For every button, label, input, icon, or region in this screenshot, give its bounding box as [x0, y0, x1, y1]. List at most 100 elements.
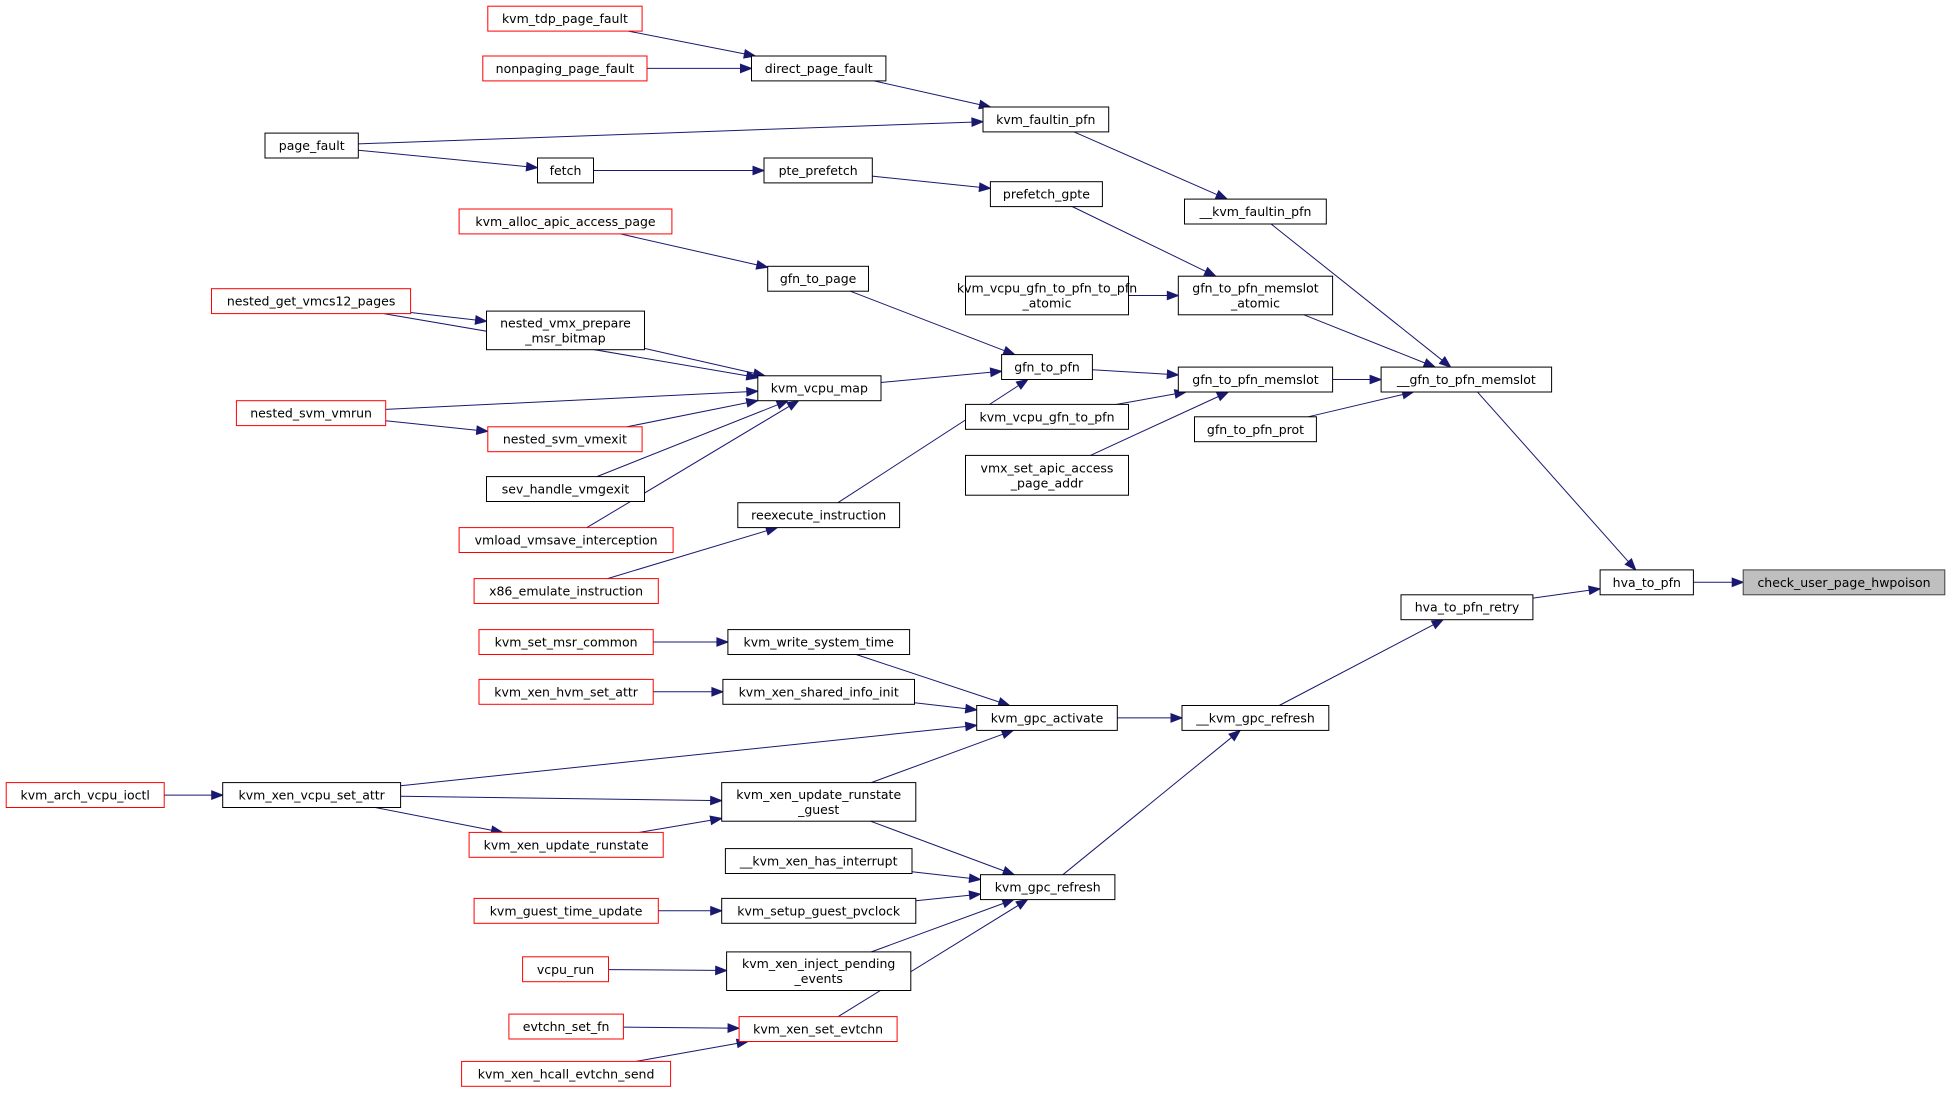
arrowhead-icon [475, 425, 490, 435]
edge-line [596, 404, 778, 478]
node-box [738, 1016, 898, 1042]
node-label: nested_get_vmcs12_pages [227, 294, 396, 309]
node-kvm-faultin-pfn[interactable]: kvm_faultin_pfn [982, 106, 1110, 133]
edge-line [870, 820, 1005, 872]
node---kvm-faultin-pfn[interactable]: __kvm_faultin_pfn [1184, 198, 1327, 225]
node-kvm-xen-hvm-set-attr[interactable]: kvm_xen_hvm_set_attr [478, 678, 654, 705]
node-kvm-vcpu-gfn-to-pfn-atomic[interactable]: kvm_vcpu_gfn_to_pfn_to_pfn_atomic [957, 275, 1137, 316]
edge-__kvm_faultin_pfn-to-__gfn_to_pfn_memslot [1270, 223, 1452, 368]
node-nested-vmx-prepare-msr-bitmap[interactable]: nested_vmx_prepare_msr_bitmap [486, 310, 645, 351]
edge-line [400, 726, 966, 787]
node-fetch[interactable]: fetch [537, 157, 594, 184]
node-box [468, 831, 664, 858]
edge-line [385, 420, 477, 431]
node-pte-prefetch[interactable]: pte_prefetch [763, 157, 873, 184]
arrowhead-icon [997, 697, 1011, 707]
node---gfn-to-pfn-memslot[interactable]: __gfn_to_pfn_memslot [1380, 366, 1553, 393]
arrowhead-icon [1215, 391, 1230, 402]
edge-line [856, 654, 1000, 703]
node-kvm-gpc-refresh[interactable]: kvm_gpc_refresh [980, 874, 1116, 901]
node-nested-svm-vmexit[interactable]: nested_svm_vmexit [487, 426, 643, 453]
edge-kvm_xen_vcpu_set_attr-to-kvm_xen_update_runstate [375, 807, 504, 836]
node-label: kvm_xen_hvm_set_attr [494, 684, 639, 699]
edge-line [620, 233, 758, 266]
node-gfn-to-page[interactable]: gfn_to_page [767, 265, 870, 292]
node-kvm-tdp-page-fault[interactable]: kvm_tdp_page_fault [487, 5, 643, 32]
node-vmx-set-apic-access-page-addr[interactable]: vmx_set_apic_access_page_addr [965, 454, 1129, 496]
node-page-fault[interactable]: page_fault [264, 132, 359, 159]
node-label: kvm_xen_update_runstate [484, 837, 649, 852]
edge-line [1073, 131, 1218, 196]
edge-line [400, 795, 711, 801]
node-sev-handle-vmgexit[interactable]: sev_handle_vmgexit [486, 476, 645, 503]
node-vcpu-run[interactable]: vcpu_run [522, 956, 609, 983]
node-kvm-xen-hcall-evtchn-send[interactable]: kvm_xen_hcall_evtchn_send [461, 1060, 672, 1087]
node-label: kvm_alloc_apic_access_page [475, 214, 656, 229]
node-kvm-xen-set-evtchn[interactable]: kvm_xen_set_evtchn [738, 1016, 898, 1042]
node-hva-to-pfn[interactable]: hva_to_pfn [1599, 569, 1694, 596]
node-label: __kvm_faultin_pfn [1199, 204, 1312, 219]
arrowhead-icon [525, 161, 539, 172]
edge-kvm_arch_vcpu_ioctl-to-kvm_xen_vcpu_set_attr [164, 790, 225, 801]
node-kvm-write-system-time[interactable]: kvm_write_system_time [727, 629, 911, 655]
node-kvm-xen-update-runstate[interactable]: kvm_xen_update_runstate [468, 831, 664, 858]
node-label: gfn_to_pfn_memslot [1192, 372, 1318, 387]
edge-kvm_tdp_page_fault-to-direct_page_fault [628, 30, 757, 59]
node-nested-svm-vmrun[interactable]: nested_svm_vmrun [235, 400, 387, 427]
arrowhead-icon [716, 637, 730, 647]
node-gfn-to-pfn[interactable]: gfn_to_pfn [1001, 354, 1093, 381]
node---kvm-xen-has-interrupt[interactable]: __kvm_xen_has_interrupt [724, 848, 913, 874]
arrowhead-icon [1000, 729, 1015, 739]
node-label: vmx_set_apic_access [981, 460, 1114, 475]
node-kvm-xen-update-runstate-guest[interactable]: kvm_xen_update_runstate_guest [721, 782, 917, 822]
edge-line [914, 702, 966, 710]
node---kvm-gpc-refresh[interactable]: __kvm_gpc_refresh [1181, 705, 1330, 731]
node-label: reexecute_instruction [751, 508, 886, 523]
edge-line [1303, 314, 1426, 364]
node-evtchn-set-fn[interactable]: evtchn_set_fn [508, 1013, 624, 1040]
node-kvm-xen-shared-info-init[interactable]: kvm_xen_shared_info_init [722, 678, 916, 705]
node-kvm-vcpu-gfn-to-pfn[interactable]: kvm_vcpu_gfn_to_pfn [965, 403, 1129, 430]
arrowhead-icon [968, 890, 982, 901]
edge-line [1090, 396, 1219, 456]
node-box [537, 157, 594, 184]
arrowhead-icon [1001, 866, 1016, 876]
node-prefetch-gpte[interactable]: prefetch_gpte [989, 181, 1103, 208]
arrowhead-icon [1430, 618, 1445, 630]
node-vmload-vmsave-interception[interactable]: vmload_vmsave_interception [458, 527, 674, 553]
edge-gfn_to_pfn_memslot-to-__gfn_to_pfn_memslot [1332, 374, 1383, 385]
node-kvm-guest-time-update[interactable]: kvm_guest_time_update [473, 897, 659, 924]
node-x86-emulate-instruction[interactable]: x86_emulate_instruction [473, 578, 659, 604]
node-box [461, 1060, 672, 1087]
node-hva-to-pfn-retry[interactable]: hva_to_pfn_retry [1400, 594, 1534, 621]
arrowhead-icon [709, 815, 724, 826]
node-check-user-page-hwpoison[interactable]: check_user_page_hwpoison [1742, 569, 1946, 596]
node-box [726, 951, 912, 992]
node-kvm-xen-vcpu-set-attr[interactable]: kvm_xen_vcpu_set_attr [222, 782, 402, 808]
edge-gfn_to_pfn_memslot_atomic-to-__gfn_to_pfn_memslot [1303, 314, 1437, 368]
node-kvm-xen-inject-pending-events[interactable]: kvm_xen_inject_pending_events [726, 951, 912, 992]
node-kvm-set-msr-common[interactable]: kvm_set_msr_common [478, 629, 654, 655]
node-gfn-to-pfn-memslot[interactable]: gfn_to_pfn_memslot [1177, 366, 1334, 393]
node-gfn-to-pfn-prot[interactable]: gfn_to_pfn_prot [1194, 416, 1317, 443]
node-direct-page-fault[interactable]: direct_page_fault [751, 55, 887, 82]
node-box [737, 502, 901, 529]
node-kvm-vcpu-map[interactable]: kvm_vcpu_map [757, 375, 882, 402]
edge-line [375, 807, 492, 831]
arrowhead-icon [727, 1023, 741, 1034]
node-kvm-arch-vcpu-ioctl[interactable]: kvm_arch_vcpu_ioctl [5, 782, 165, 808]
node-gfn-to-pfn-memslot-atomic[interactable]: gfn_to_pfn_memslot_atomic [1177, 275, 1334, 316]
node-nonpaging-page-fault[interactable]: nonpaging_page_fault [482, 55, 648, 82]
node-kvm-gpc-activate[interactable]: kvm_gpc_activate [976, 705, 1118, 731]
edge-kvm_xen_vcpu_set_attr-to-kvm_gpc_activate [400, 721, 979, 787]
edge-nested_svm_vmrun-to-kvm_vcpu_map [385, 386, 760, 410]
node-nested-get-vmcs12-pages[interactable]: nested_get_vmcs12_pages [211, 288, 412, 315]
node-label: kvm_setup_guest_pvclock [737, 903, 901, 918]
node-box [965, 454, 1129, 496]
node-kvm-alloc-apic-access-page[interactable]: kvm_alloc_apic_access_page [458, 208, 673, 235]
node-reexecute-instruction[interactable]: reexecute_instruction [737, 502, 901, 529]
node-label: vcpu_run [537, 962, 594, 977]
edge-line [1532, 589, 1590, 599]
node-kvm-setup-guest-pvclock[interactable]: kvm_setup_guest_pvclock [721, 897, 917, 924]
node-label: hva_to_pfn [1613, 575, 1681, 590]
